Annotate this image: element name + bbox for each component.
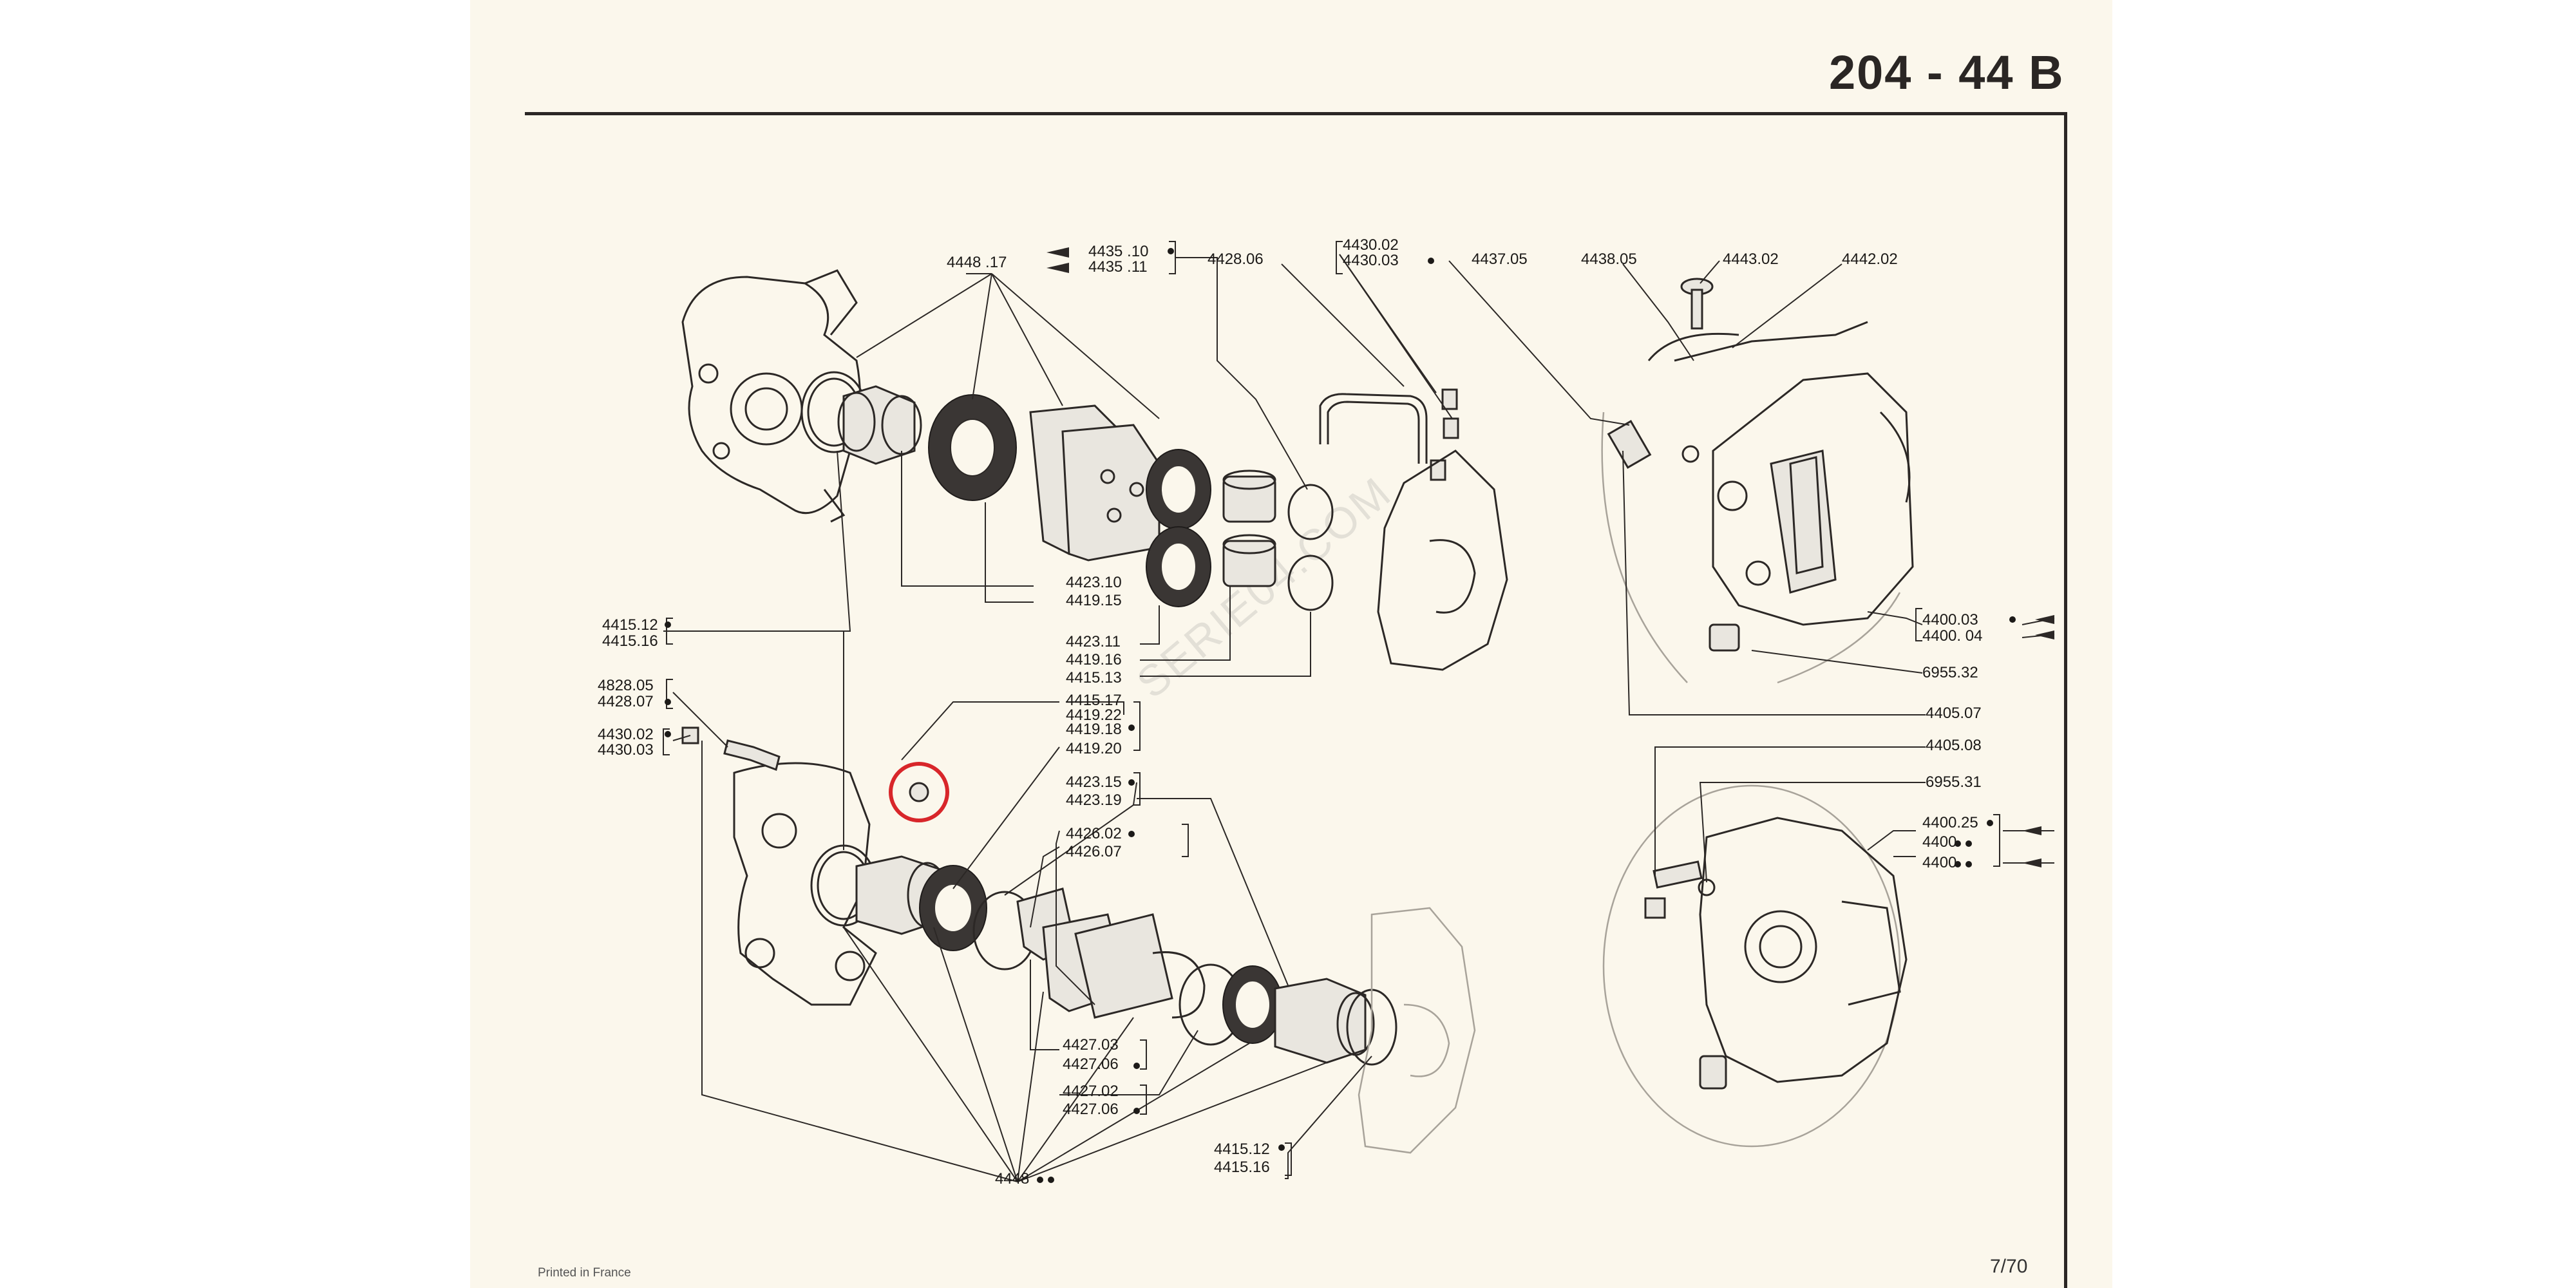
page-number: 7/70 [1990,1256,2028,1277]
label-4419-18: 4419.18 [1066,721,1122,738]
dust-boot-lower-left [919,865,987,951]
variant-dots [665,248,2016,1183]
top-rule [525,112,2067,115]
assembled-caliper-lower-right [1602,784,1908,1148]
label-4428-07: 4428.07 [598,693,654,710]
label-brackets [663,241,2000,1176]
label-4419-15: 4419.15 [1066,592,1122,609]
caliper-body-lower-left [733,762,877,1006]
label-4426-07: 4426.07 [1066,843,1122,860]
label-4435-10: 4435 .10 [1088,243,1148,260]
label-4426-02: 4426.02 [1066,825,1122,842]
bleed-screws-upper [1430,388,1459,481]
label-4448-17: 4448 .17 [947,254,1007,271]
spring-clip-lower [1152,951,1206,1019]
label-4419-22: 4419.22 [1066,706,1122,724]
label-4423-10: 4423.10 [1066,574,1122,591]
label-4443-02: 4443.02 [1723,251,1779,268]
caliper-outer-half-lower-ghost [1358,907,1476,1154]
label-4400-03: 4400.03 [1922,611,1978,629]
label-4438-05: 4438.05 [1581,251,1637,268]
right-rule [2064,112,2067,1288]
dust-boot-upper-left [928,394,1017,501]
label-4430-02-left: 4430.02 [598,726,654,743]
label-4427-06-b: 4427.06 [1063,1101,1119,1118]
label-4415-12-bottom: 4415.12 [1214,1141,1270,1158]
piston-lower-right [1274,978,1397,1066]
label-4415-17: 4415.17 [1066,692,1122,709]
label-4437-05: 4437.05 [1472,251,1528,268]
caliper-outer-half-upper [1377,450,1508,671]
label-4423-15: 4423.15 [1066,773,1122,791]
bleed-screw-top-right [1680,278,1714,330]
label-4400-a: 4400 [1922,833,1956,851]
label-4419-16: 4419.16 [1066,651,1122,668]
label-4442-02: 4442.02 [1842,251,1898,268]
label-4405-07: 4405.07 [1926,705,1982,722]
brake-pad-upper-pair [1029,404,1160,562]
label-4435-11: 4435 .11 [1088,258,1148,276]
brake-pipe-upper [1319,393,1428,464]
small-seal-rings-upper [1287,484,1334,611]
label-4400-04: 4400. 04 [1922,627,1982,645]
brake-pad-lower-pair [1042,913,1173,1019]
page-title: 204 - 44 B [1829,46,2065,99]
label-4419-20: 4419.20 [1066,740,1122,757]
label-4427-06-a: 4427.06 [1063,1056,1119,1073]
assembled-caliper-upper-right [1601,321,1914,684]
label-4427-02: 4427.02 [1063,1083,1119,1100]
label-4415-13: 4415.13 [1066,669,1122,687]
figure-eight-seal-upper [1146,449,1211,607]
caliper-body-upper-left [681,269,862,523]
label-4415-16-bottom: 4415.16 [1214,1159,1270,1176]
label-4423-19: 4423.19 [1066,791,1122,809]
label-4828-05: 4828.05 [598,677,654,694]
label-4430-02-top: 4430.02 [1343,236,1399,254]
seal-rings-lower-right [1179,963,1283,1046]
leader-lines [663,254,2055,1182]
label-4427-03: 4427.03 [1063,1036,1119,1054]
part-labels: 4448 .17 4435 .10 4435 .11 4428.06 4430.… [598,236,1982,1188]
small-pistons-upper [1222,469,1276,587]
label-6955-31: 6955.31 [1926,773,1982,791]
label-4400-25: 4400.25 [1922,814,1978,831]
label-4430-03-left: 4430.03 [598,741,654,759]
label-4415-16-left: 4415.16 [602,632,658,650]
highlighted-nut[interactable] [889,762,949,822]
bolt-4428-07 [723,739,781,771]
label-4400-b: 4400 [1922,854,1956,871]
label-4405-08: 4405.08 [1926,737,1982,754]
direction-arrows [1046,247,2054,867]
label-6955-32: 6955.32 [1922,664,1978,681]
footer-printed-in: Printed in France [538,1266,631,1280]
piston-upper-left [837,385,922,465]
label-4415-12-left: 4415.12 [602,616,658,634]
label-4430-03-top: 4430.03 [1343,252,1399,269]
catalog-page [470,0,2112,1288]
label-4448-bottom: 4448 [995,1170,1029,1188]
label-4428-06: 4428.06 [1208,251,1264,268]
label-4423-11: 4423.11 [1066,633,1121,650]
